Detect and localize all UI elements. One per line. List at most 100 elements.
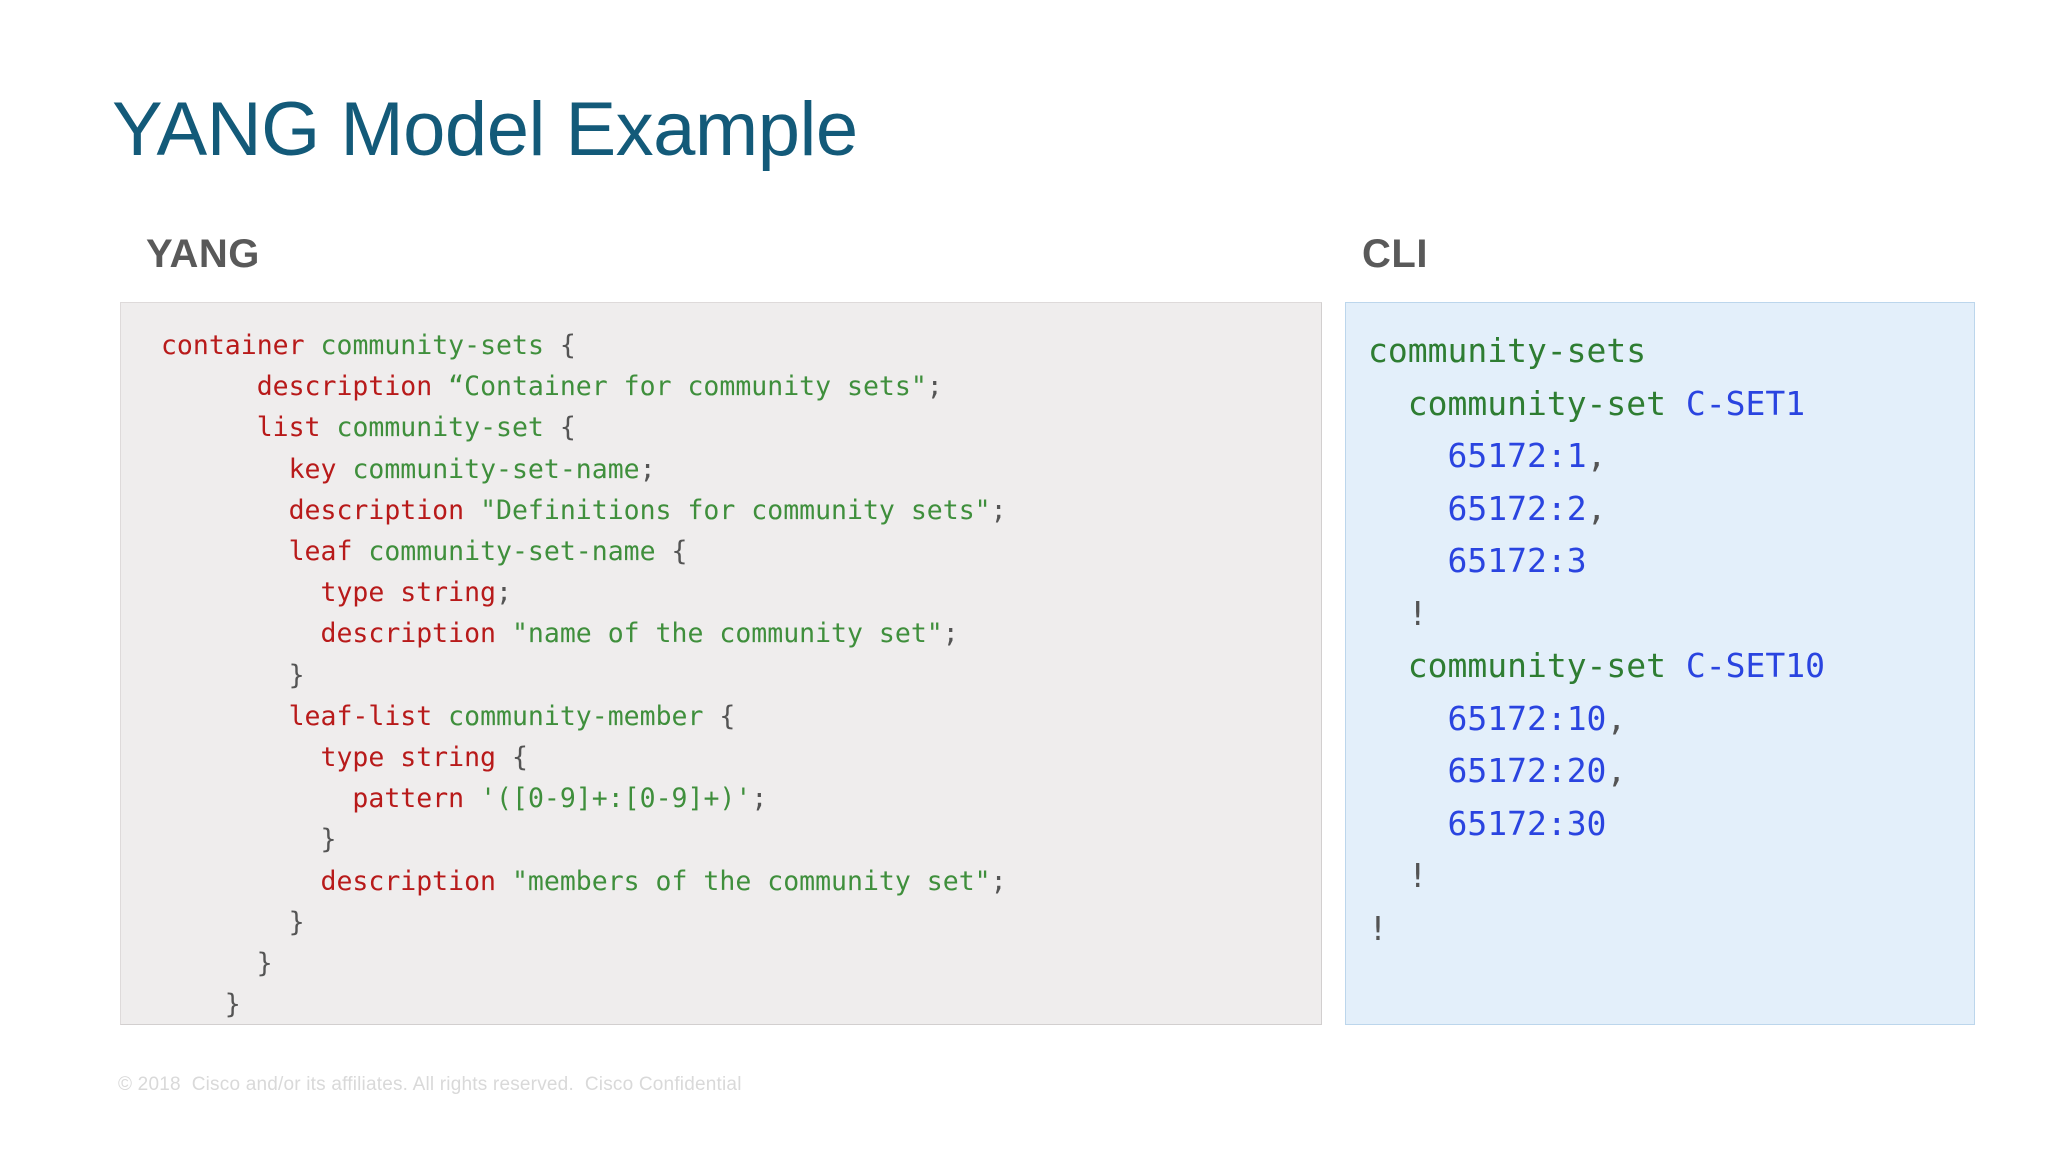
code-token: leaf-list	[288, 700, 433, 732]
code-token: }	[145, 824, 337, 856]
code-token: 65172:30	[1447, 803, 1607, 843]
code-token	[321, 412, 337, 443]
code-token	[1666, 646, 1686, 685]
code-token: !	[1368, 593, 1428, 633]
code-token: 65172:10	[1447, 698, 1607, 738]
code-token: community-sets	[320, 330, 544, 361]
code-token: {	[496, 742, 528, 774]
code-line: 65172:2,	[1368, 483, 1974, 536]
code-token: container	[160, 330, 305, 361]
code-token	[1666, 384, 1686, 423]
code-line: !	[1368, 850, 1974, 903]
code-line: list community-set {	[145, 407, 1321, 448]
code-line: }	[145, 655, 1321, 696]
code-token	[1368, 489, 1447, 528]
page-title: YANG Model Example	[112, 87, 858, 172]
code-line: leaf-list community-member {	[145, 696, 1321, 737]
code-line: 65172:10,	[1368, 693, 1974, 746]
code-token: ;	[496, 577, 512, 609]
code-token	[145, 866, 321, 897]
code-line: description "members of the community se…	[145, 861, 1321, 902]
code-token	[145, 536, 289, 567]
code-token: "name of the community set"	[511, 618, 943, 650]
code-token: ,	[1606, 698, 1627, 738]
code-token: !	[1368, 856, 1428, 895]
code-token: ,	[1586, 488, 1607, 528]
code-token: "Definitions for community sets"	[480, 494, 991, 526]
code-token: community-member	[448, 700, 704, 732]
code-token: 65172:2	[1447, 488, 1587, 528]
code-token: 65172:3	[1447, 541, 1587, 580]
cli-column-heading: CLI	[1362, 232, 1428, 276]
code-token: "members of the community set"	[511, 865, 991, 897]
code-line: leaf community-set-name {	[145, 531, 1321, 572]
code-token	[1368, 436, 1447, 475]
code-token	[464, 495, 480, 526]
code-token: {	[703, 700, 736, 732]
code-line: type string;	[145, 572, 1321, 613]
code-token: {	[543, 412, 576, 444]
code-line: !	[1368, 588, 1974, 641]
code-token	[496, 866, 512, 897]
code-token: C-SET1	[1685, 383, 1806, 423]
code-token	[1368, 699, 1447, 738]
code-token: “Container for community sets"	[448, 371, 927, 403]
code-token	[145, 701, 289, 732]
code-line: container community-sets {	[145, 325, 1321, 366]
code-token: community-set	[336, 412, 544, 444]
code-token: }	[145, 906, 305, 938]
code-token: }	[145, 989, 241, 1021]
code-token: !	[1368, 908, 1388, 948]
code-token: description	[288, 494, 465, 526]
code-line: 65172:20,	[1368, 745, 1974, 798]
code-token: description	[256, 371, 433, 403]
code-token	[496, 618, 512, 649]
code-line: 65172:1,	[1368, 430, 1974, 483]
code-token: {	[543, 330, 576, 361]
code-token: ;	[990, 865, 1007, 897]
cli-code-panel: community-sets community-set C-SET1 6517…	[1345, 302, 1975, 1025]
code-token	[145, 412, 257, 443]
code-token: C-SET10	[1685, 646, 1825, 685]
code-token	[432, 701, 448, 732]
code-line: 65172:3	[1368, 535, 1974, 588]
code-token: community-set-name	[368, 536, 656, 568]
code-line: }	[145, 819, 1321, 860]
code-token	[145, 495, 289, 526]
code-token: ,	[1606, 751, 1627, 790]
code-token	[1368, 384, 1408, 423]
footer-copyright: © 2018 Cisco and/or its affiliates. All …	[118, 1074, 742, 1095]
code-token	[145, 742, 321, 773]
code-token: community-set-name	[352, 453, 640, 485]
code-line: community-set C-SET1	[1368, 378, 1974, 431]
code-token: list	[256, 412, 321, 444]
code-line: }	[145, 984, 1321, 1024]
code-token: ;	[751, 783, 768, 815]
code-line: community-sets	[1368, 325, 1974, 378]
code-line: description “Container for community set…	[145, 366, 1321, 407]
code-token: description	[320, 865, 497, 897]
code-line: 65172:30	[1368, 798, 1974, 851]
code-token: 65172:1	[1447, 436, 1587, 475]
code-line: !	[1368, 903, 1974, 956]
code-token: }	[145, 659, 305, 691]
code-token	[145, 454, 289, 485]
code-token: community-sets	[1368, 331, 1647, 370]
code-token	[1368, 646, 1408, 685]
code-token: }	[145, 948, 273, 980]
code-token: community-set	[1407, 383, 1667, 423]
code-token: type string	[320, 742, 497, 774]
code-line: }	[145, 943, 1321, 984]
code-line: key community-set-name;	[145, 449, 1321, 490]
code-token: {	[655, 536, 688, 568]
code-token	[1368, 751, 1447, 790]
code-token	[336, 454, 352, 485]
code-token	[432, 371, 448, 402]
code-token: ;	[639, 453, 656, 485]
code-token: ;	[990, 494, 1007, 526]
code-token: leaf	[288, 536, 353, 568]
code-token: ;	[942, 618, 959, 650]
code-token	[145, 371, 257, 402]
code-token: description	[320, 618, 497, 650]
